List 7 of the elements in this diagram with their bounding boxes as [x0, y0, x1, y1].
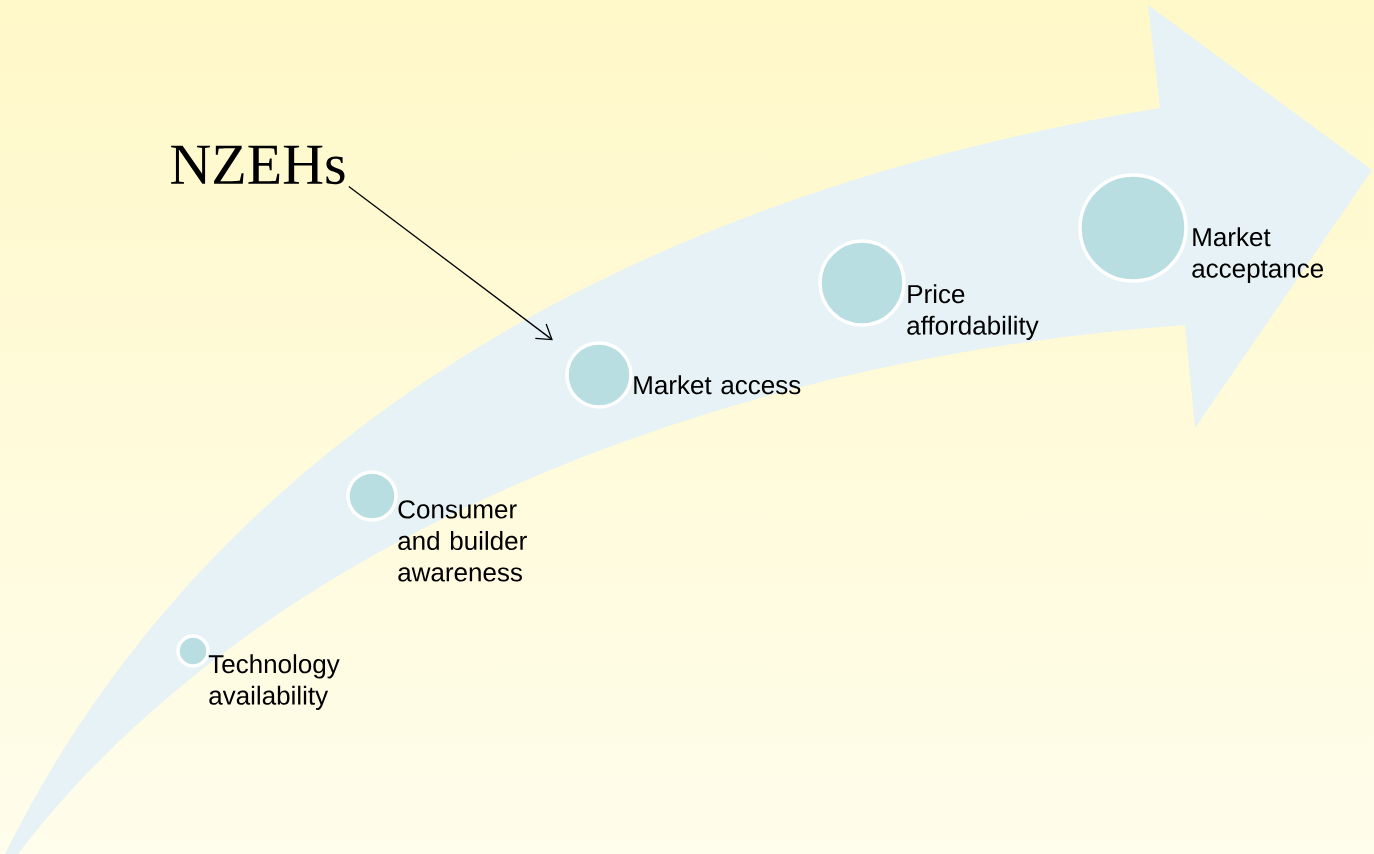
- stage-label: Market acceptance: [1192, 227, 1323, 283]
- stage-label: Consumer and builder awareness: [398, 500, 527, 582]
- arrow: [348, 185, 553, 341]
- stage-label: Price affordability: [907, 284, 1039, 340]
- title-text: NZEHs: [171, 145, 345, 185]
- stage-label: Market access: [634, 375, 801, 395]
- stage-label: Technology availability: [208, 654, 340, 710]
